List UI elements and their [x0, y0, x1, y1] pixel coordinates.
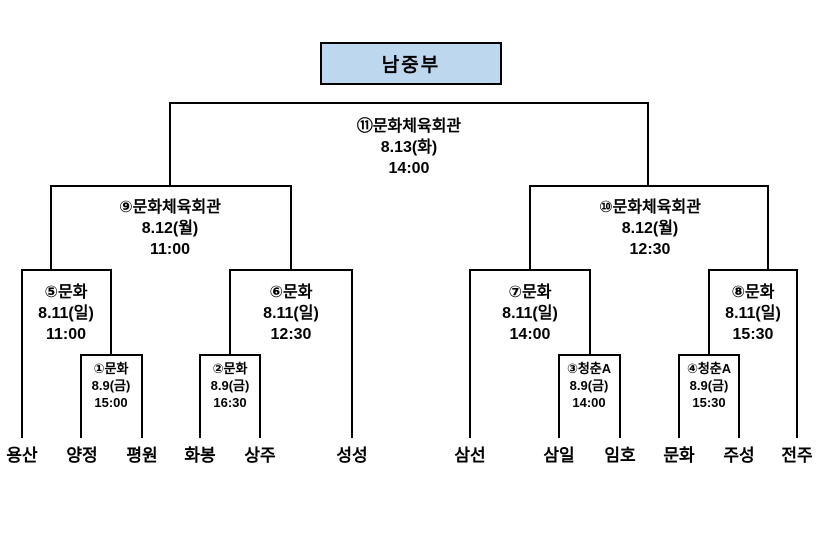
match-9-date: 8.12(월): [141, 220, 199, 237]
match-7-time: 14:00: [509, 326, 551, 343]
match-1: ①문화 8.9(금) 15:00: [56, 360, 166, 411]
match-2-time: 16:30: [213, 395, 247, 410]
match-6: ⑥문화 8.11(일) 12:30: [226, 282, 356, 345]
match-10-venue: ⑩문화체육회관: [599, 199, 701, 216]
match-4-date: 8.9(금): [689, 378, 729, 393]
match-2: ②문화 8.9(금) 16:30: [175, 360, 285, 411]
match-7-venue: ⑦문화: [508, 284, 552, 301]
team-sangju: 상주: [244, 446, 276, 465]
match-4-venue: ④청춘A: [686, 361, 732, 376]
team-jeonju: 전주: [781, 446, 813, 465]
bracket-title-label: 남중부: [381, 55, 441, 76]
match-1-date: 8.9(금): [91, 378, 131, 393]
match-3: ③청춘A 8.9(금) 14:00: [534, 360, 644, 411]
bracket-line-semi-10: [529, 185, 769, 270]
match-6-time: 12:30: [270, 326, 312, 343]
team-samil: 삼일: [543, 446, 575, 465]
bracket-line-final-11: [169, 102, 649, 186]
bracket-line-r1-4: [678, 354, 740, 438]
bracket-line-r1-3: [558, 354, 621, 438]
match-9: ⑨문화체육회관 8.12(월) 11:00: [70, 197, 270, 260]
match-8-time: 15:30: [732, 326, 774, 343]
team-imho: 임호: [604, 446, 636, 465]
match-11: ⑪문화체육회관 8.13(화) 14:00: [309, 116, 509, 179]
bracket-line-qf-5: [21, 269, 112, 438]
team-yangjeong: 양정: [66, 446, 98, 465]
match-2-date: 8.9(금): [210, 378, 250, 393]
team-munhwa: 문화: [663, 446, 695, 465]
bracket-line-r1-1: [80, 354, 143, 438]
team-juseong: 주성: [723, 446, 755, 465]
bracket-line-qf-7: [469, 269, 591, 438]
match-10: ⑩문화체육회관 8.12(월) 12:30: [550, 197, 750, 260]
match-3-date: 8.9(금): [569, 378, 609, 393]
match-5: ⑤문화 8.11(일) 11:00: [1, 282, 131, 345]
bracket-line-qf-8: [708, 269, 798, 438]
team-pyeongwon: 평원: [126, 446, 158, 465]
match-7-date: 8.11(일): [502, 305, 558, 322]
match-4-time: 15:30: [692, 395, 726, 410]
match-2-venue: ②문화: [212, 361, 248, 376]
team-hwabong: 화봉: [184, 446, 216, 465]
match-3-venue: ③청춘A: [566, 361, 612, 376]
match-7: ⑦문화 8.11(일) 14:00: [465, 282, 595, 345]
match-8-venue: ⑧문화: [731, 284, 775, 301]
match-1-time: 15:00: [94, 395, 128, 410]
match-8-date: 8.11(일): [725, 305, 781, 322]
match-9-venue: ⑨문화체육회관: [119, 199, 221, 216]
team-samseon: 삼선: [454, 446, 486, 465]
bracket-line-semi-9: [50, 185, 292, 270]
match-10-time: 12:30: [629, 241, 671, 258]
match-3-time: 14:00: [572, 395, 606, 410]
match-6-date: 8.11(일): [263, 305, 319, 322]
bracket-line-r1-2: [199, 354, 261, 438]
match-8: ⑧문화 8.11(일) 15:30: [688, 282, 818, 345]
match-11-time: 14:00: [388, 160, 430, 177]
team-seongseong: 성성: [336, 446, 368, 465]
bracket-line-qf-6: [229, 269, 353, 438]
match-1-venue: ①문화: [93, 361, 129, 376]
match-6-venue: ⑥문화: [269, 284, 313, 301]
match-5-time: 11:00: [45, 326, 87, 343]
match-5-date: 8.11(일): [38, 305, 94, 322]
match-10-date: 8.12(월): [621, 220, 679, 237]
bracket-title: 남중부: [320, 42, 502, 85]
match-11-date: 8.13(화): [380, 139, 438, 156]
match-9-time: 11:00: [149, 241, 191, 258]
match-4: ④청춘A 8.9(금) 15:30: [654, 360, 764, 411]
team-yongsan: 용산: [6, 446, 38, 465]
match-5-venue: ⑤문화: [44, 284, 88, 301]
match-11-venue: ⑪문화체육회관: [356, 118, 462, 135]
